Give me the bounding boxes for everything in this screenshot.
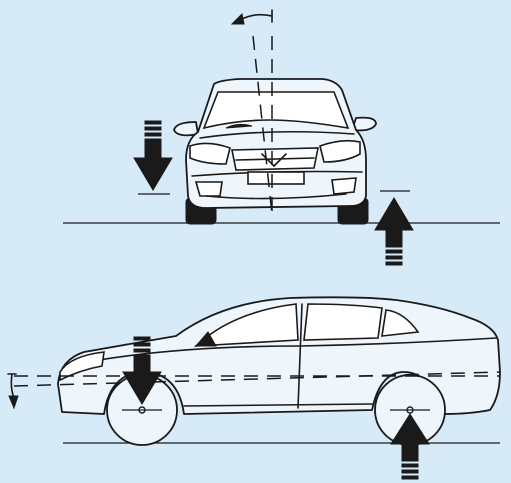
arrow-down-icon: [133, 120, 173, 195]
car-side-icon: [57, 296, 501, 415]
side-view: [7, 296, 501, 480]
arrow-up-icon: [374, 190, 414, 266]
arrow-down-icon: [122, 336, 162, 405]
car-front-icon: [173, 78, 377, 225]
pitch-arrow-icon: [7, 373, 19, 410]
front-view: [63, 9, 500, 266]
roll-arrow-icon: [230, 9, 273, 25]
arrow-up-icon: [390, 413, 430, 480]
